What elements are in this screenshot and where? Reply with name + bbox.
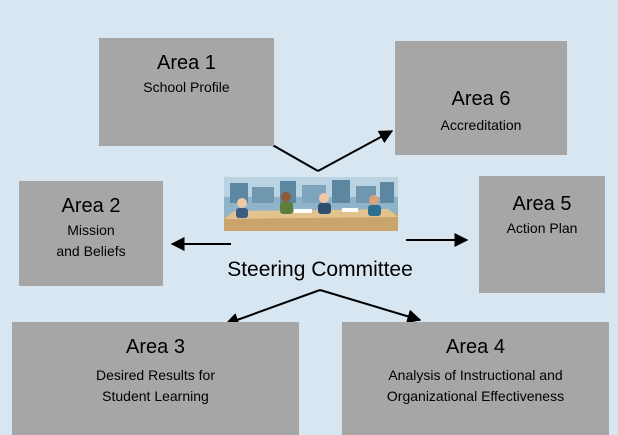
area-2-title: Area 2 <box>61 195 121 217</box>
arrow-to-area-4 <box>319 289 422 324</box>
arrow-to-area-6 <box>317 130 394 172</box>
area-3-title: Area 3 <box>126 336 185 358</box>
area-1-title: Area 1 <box>157 52 216 74</box>
area-2-subtitle-line-2: and Beliefs <box>56 243 126 259</box>
area-3-box: Area 3 Desired Results for Student Learn… <box>12 322 299 435</box>
area-4-title: Area 4 <box>446 336 505 358</box>
area-4-subtitle-line-1: Analysis of Instructional and <box>388 367 563 383</box>
area-5-subtitle-line-1: Action Plan <box>506 220 578 236</box>
area-1-subtitle-line-1: School Profile <box>143 79 230 95</box>
steering-committee-label: Steering Committee <box>227 258 413 281</box>
area-4-subtitle-line-2: Organizational Effectiveness <box>386 388 565 404</box>
area-5-title: Area 5 <box>512 193 572 215</box>
area-5-box: Area 5 Action Plan <box>479 176 605 293</box>
area-3-subtitle-line-1: Desired Results for <box>95 367 216 383</box>
area-6-box: Area 6 Accreditation <box>395 41 567 155</box>
area-6-subtitle-line-1: Accreditation <box>440 117 522 133</box>
area-2-subtitle-line-1: Mission <box>67 222 115 238</box>
area-6-title: Area 6 <box>451 88 511 110</box>
area-3-subtitle-line-2: Student Learning <box>102 388 209 404</box>
meeting-clipart <box>224 177 398 231</box>
arrow-to-area-3 <box>224 289 321 327</box>
area-2-box: Area 2 Mission and Beliefs <box>19 181 163 286</box>
area-4-box: Area 4 Analysis of Instructional and Org… <box>342 322 609 435</box>
area-1-box: Area 1 School Profile <box>99 38 274 146</box>
